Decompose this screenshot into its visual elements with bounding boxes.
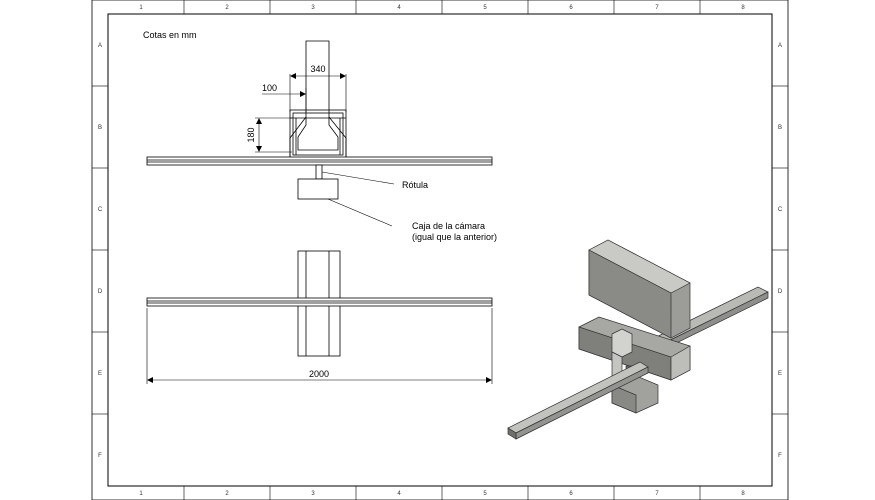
dimension-width-label: 340 [310, 64, 325, 74]
dimension-length: 2000 [146, 308, 493, 384]
col-ref: 8 [741, 5, 745, 11]
row-ref: F [98, 453, 102, 459]
col-ref: 1 [139, 5, 143, 11]
callout-rotula: Rótula [321, 171, 428, 190]
col-ref: 3 [311, 491, 315, 497]
row-ref: C [98, 207, 103, 213]
col-ref: 6 [569, 491, 573, 497]
dimension-length-label: 2000 [309, 369, 329, 379]
dimension-height-label: 180 [246, 127, 256, 142]
row-ref: F [778, 453, 782, 459]
top-view [146, 250, 493, 357]
col-ref: 7 [655, 491, 659, 497]
column-refs-bottom: 1 2 3 4 5 6 7 8 [139, 491, 745, 497]
row-ref: A [98, 43, 102, 49]
row-ref: A [778, 43, 782, 49]
callout-camera: Caja de la cámara (igual que la anterior… [327, 198, 497, 242]
callout-rotula-label: Rótula [402, 180, 428, 190]
units-note: Cotas en mm [143, 30, 197, 40]
front-view [146, 40, 493, 200]
col-ref: 2 [225, 491, 229, 497]
col-ref: 1 [139, 491, 143, 497]
row-ref: B [98, 125, 102, 131]
row-ref: E [98, 371, 102, 377]
col-ref: 2 [225, 5, 229, 11]
dimension-width: 340 [289, 64, 347, 112]
row-refs-right: A B C D E F [778, 43, 783, 459]
sheet-frame [91, 0, 789, 500]
row-ref: D [778, 289, 783, 295]
col-ref: 4 [397, 5, 401, 11]
dimension-offset-label: 100 [262, 83, 277, 93]
col-ref: 6 [569, 5, 573, 11]
column-refs-top: 1 2 3 4 5 6 7 8 [139, 5, 745, 11]
callout-camera-line2: (igual que la anterior) [412, 232, 497, 242]
col-ref: 4 [397, 491, 401, 497]
row-ref: C [778, 207, 783, 213]
dimension-height: 180 [246, 117, 292, 153]
row-refs-left: A B C D E F [98, 43, 103, 459]
col-ref: 8 [741, 491, 745, 497]
row-ref: D [98, 289, 103, 295]
dimension-offset: 100 [262, 83, 307, 112]
row-ref: E [778, 371, 782, 377]
col-ref: 5 [483, 5, 487, 11]
col-ref: 5 [483, 491, 487, 497]
col-ref: 7 [655, 5, 659, 11]
col-ref: 3 [311, 5, 315, 11]
row-ref: B [778, 125, 782, 131]
callout-camera-line1: Caja de la cámara [412, 221, 485, 231]
isometric-view [507, 239, 769, 440]
